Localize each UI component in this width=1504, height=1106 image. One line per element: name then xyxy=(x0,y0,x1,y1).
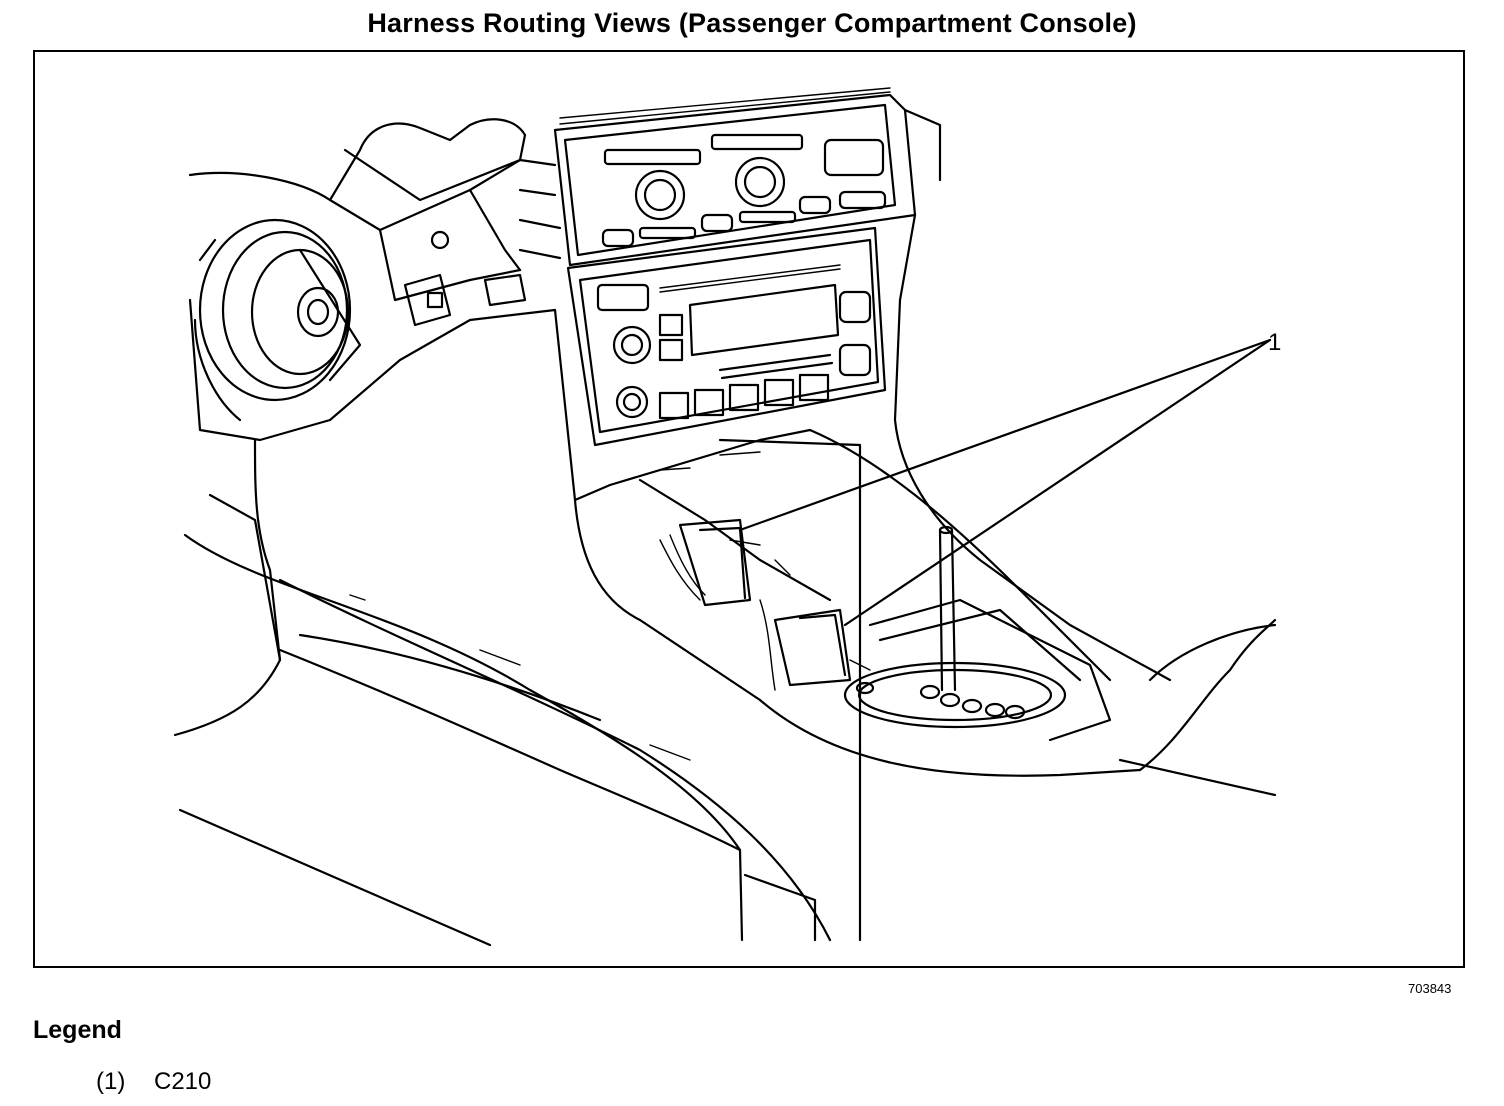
harness-connector-c210 xyxy=(659,518,871,691)
legend-item: (1) C210 xyxy=(96,1068,211,1096)
callout-leaders xyxy=(738,338,1272,627)
illustration-frame xyxy=(33,50,1465,968)
legend-heading: Legend xyxy=(33,1016,122,1044)
figure-number: 703843 xyxy=(1408,981,1452,996)
horn-hub xyxy=(188,218,557,442)
gear-shifter xyxy=(843,525,1067,729)
legend-item-number: (1) xyxy=(96,1068,126,1095)
callout-label: 1 xyxy=(1268,329,1281,356)
floor-structure xyxy=(173,438,862,947)
diagram-title: Harness Routing Views (Passenger Compart… xyxy=(367,8,1137,38)
climate-control-panel xyxy=(518,87,942,302)
steering-column xyxy=(188,118,527,327)
radio-unit xyxy=(566,226,887,447)
center-console xyxy=(553,298,1277,797)
legend-item-label: C210 xyxy=(154,1068,212,1095)
